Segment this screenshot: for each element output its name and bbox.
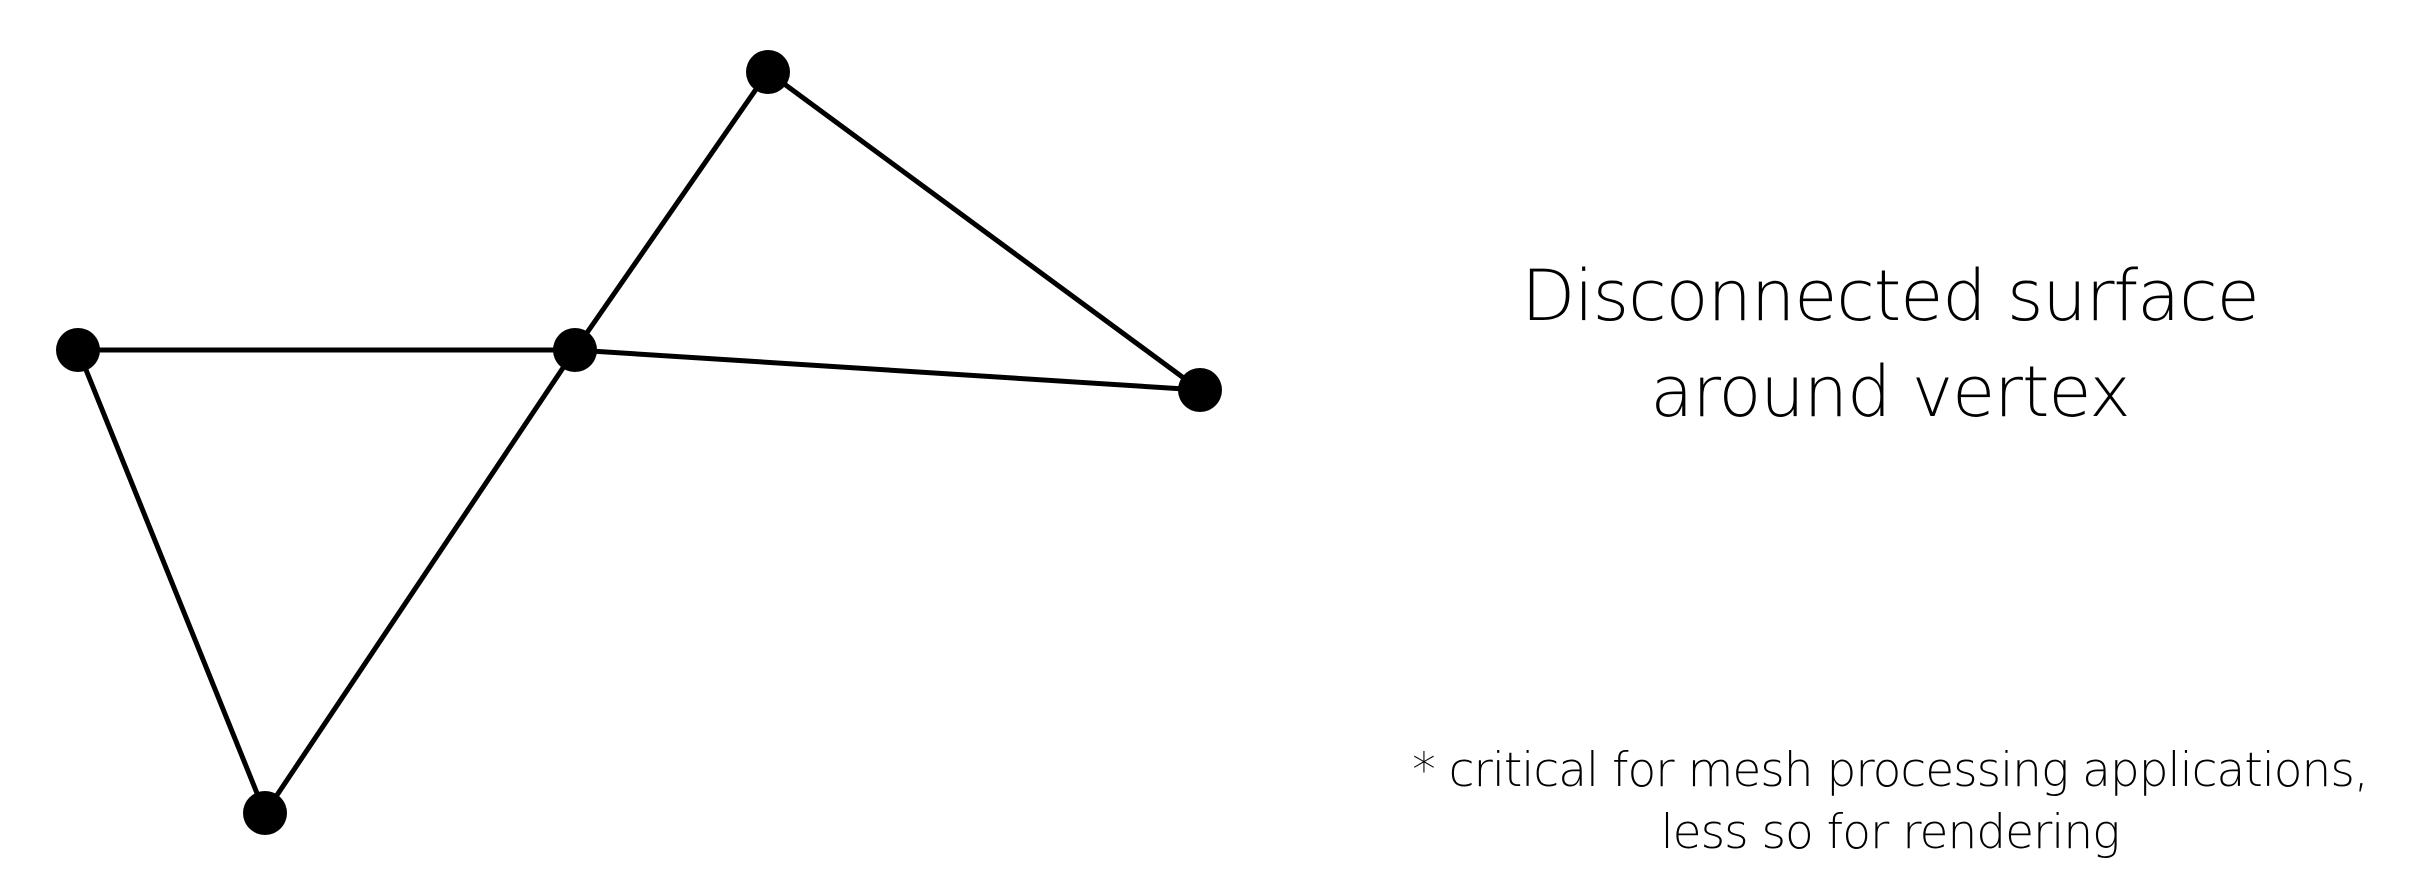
mesh-diagram <box>56 50 1222 835</box>
footnote-line-2: less so for rendering <box>1660 805 2121 860</box>
edge-center-top <box>572 69 771 353</box>
edge-center-right <box>572 347 1203 393</box>
footnote-line-1: * critical for mesh processing applicati… <box>1412 743 2369 798</box>
edge-left-bottom <box>75 347 268 816</box>
vertex-left <box>56 328 100 372</box>
vertex-center-shared <box>553 328 597 372</box>
vertex-top <box>746 50 790 94</box>
edge-bottom-center <box>262 347 578 816</box>
title-line-2: around vertex <box>1650 351 2130 433</box>
edge-top-right <box>765 69 1203 393</box>
footnote: * critical for mesh processing applicati… <box>1380 740 2400 864</box>
vertex-right <box>1178 368 1222 412</box>
diagram-title: Disconnected surface around vertex <box>1420 248 2360 440</box>
vertex-bottom <box>243 791 287 835</box>
title-line-1: Disconnected surface <box>1521 255 2259 337</box>
